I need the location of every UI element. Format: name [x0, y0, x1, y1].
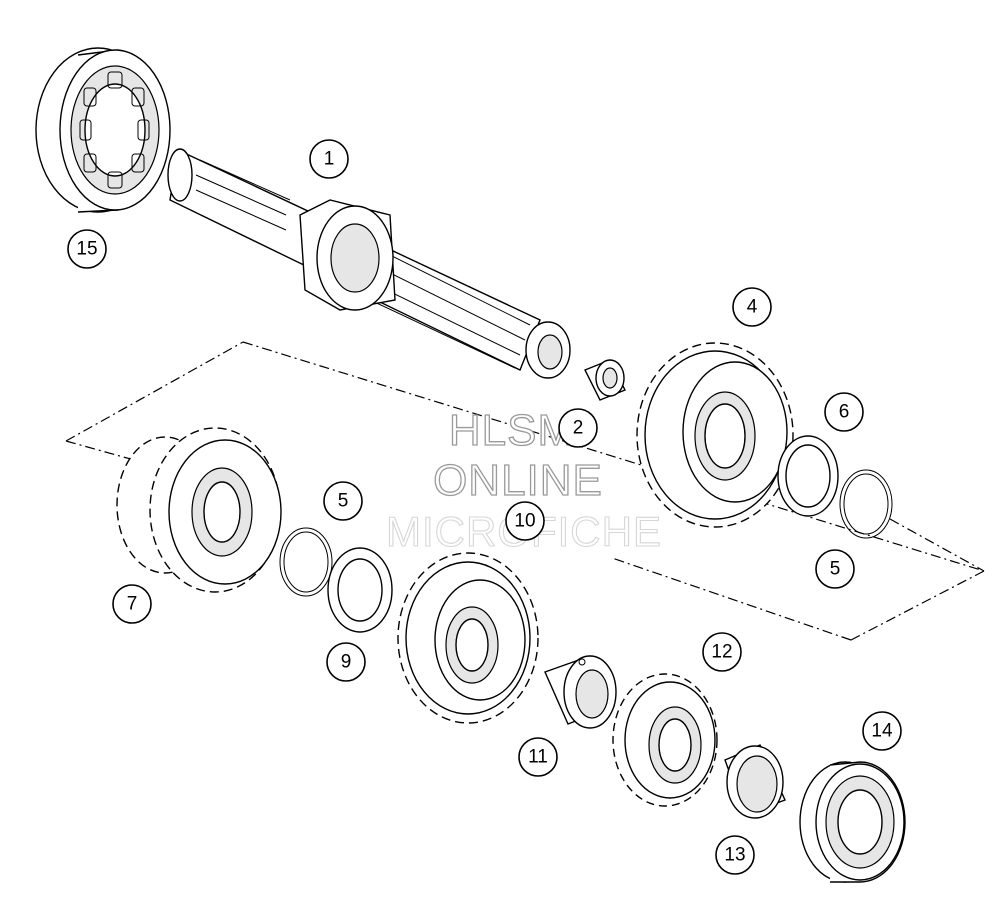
callout-label: 10 — [514, 511, 535, 532]
part-7-double-gear[interactable] — [116, 427, 282, 593]
watermark-line2: ONLINE — [433, 456, 603, 505]
callout-label: 12 — [711, 642, 732, 663]
watermark-line1: HLSM — [449, 406, 575, 455]
callout-label: 2 — [573, 418, 584, 439]
callout-11[interactable]: 11 — [518, 737, 558, 777]
part-10-gear[interactable] — [397, 552, 539, 724]
callout-7[interactable]: 7 — [112, 584, 152, 624]
callout-10[interactable]: 10 — [505, 501, 545, 541]
callout-5-left[interactable]: 5 — [323, 481, 363, 521]
part-4-gear[interactable] — [636, 342, 794, 528]
callout-label: 9 — [341, 652, 352, 673]
callout-label: 1 — [324, 149, 335, 170]
part-1-main-shaft[interactable] — [167, 148, 571, 379]
callout-label: 15 — [76, 239, 97, 260]
part-11-needle-bearing[interactable] — [544, 655, 617, 729]
callout-label: 14 — [871, 721, 893, 742]
part-12-gear[interactable] — [612, 673, 718, 807]
callout-15[interactable]: 15 — [67, 229, 107, 269]
callout-14[interactable]: 14 — [862, 711, 902, 751]
callout-2[interactable]: 2 — [558, 408, 598, 448]
part-5-circlip-right[interactable] — [839, 469, 893, 539]
part-14-bearing[interactable] — [799, 761, 906, 883]
part-15-bearing[interactable] — [35, 47, 171, 213]
callout-label: 13 — [724, 845, 745, 866]
callout-label: 4 — [747, 297, 758, 318]
callout-label: 6 — [839, 402, 850, 423]
callout-label: 5 — [338, 491, 349, 512]
part-9-washer[interactable] — [327, 547, 393, 633]
part-5-circlip-left[interactable] — [279, 527, 333, 597]
part-2-sleeve[interactable] — [584, 359, 626, 401]
callout-12[interactable]: 12 — [702, 632, 742, 672]
callout-6[interactable]: 6 — [824, 392, 864, 432]
callout-label: 11 — [528, 747, 548, 768]
callout-4[interactable]: 4 — [732, 287, 772, 327]
callout-label: 5 — [830, 559, 841, 580]
callout-9[interactable]: 9 — [326, 642, 366, 682]
callout-13[interactable]: 13 — [715, 835, 755, 875]
callout-label: 7 — [127, 594, 138, 615]
callout-1[interactable]: 1 — [309, 139, 349, 179]
callout-5-right[interactable]: 5 — [815, 549, 855, 589]
assembly-outline — [65, 341, 985, 641]
part-13-sleeve[interactable] — [724, 744, 786, 819]
part-6-washer[interactable] — [777, 435, 839, 517]
